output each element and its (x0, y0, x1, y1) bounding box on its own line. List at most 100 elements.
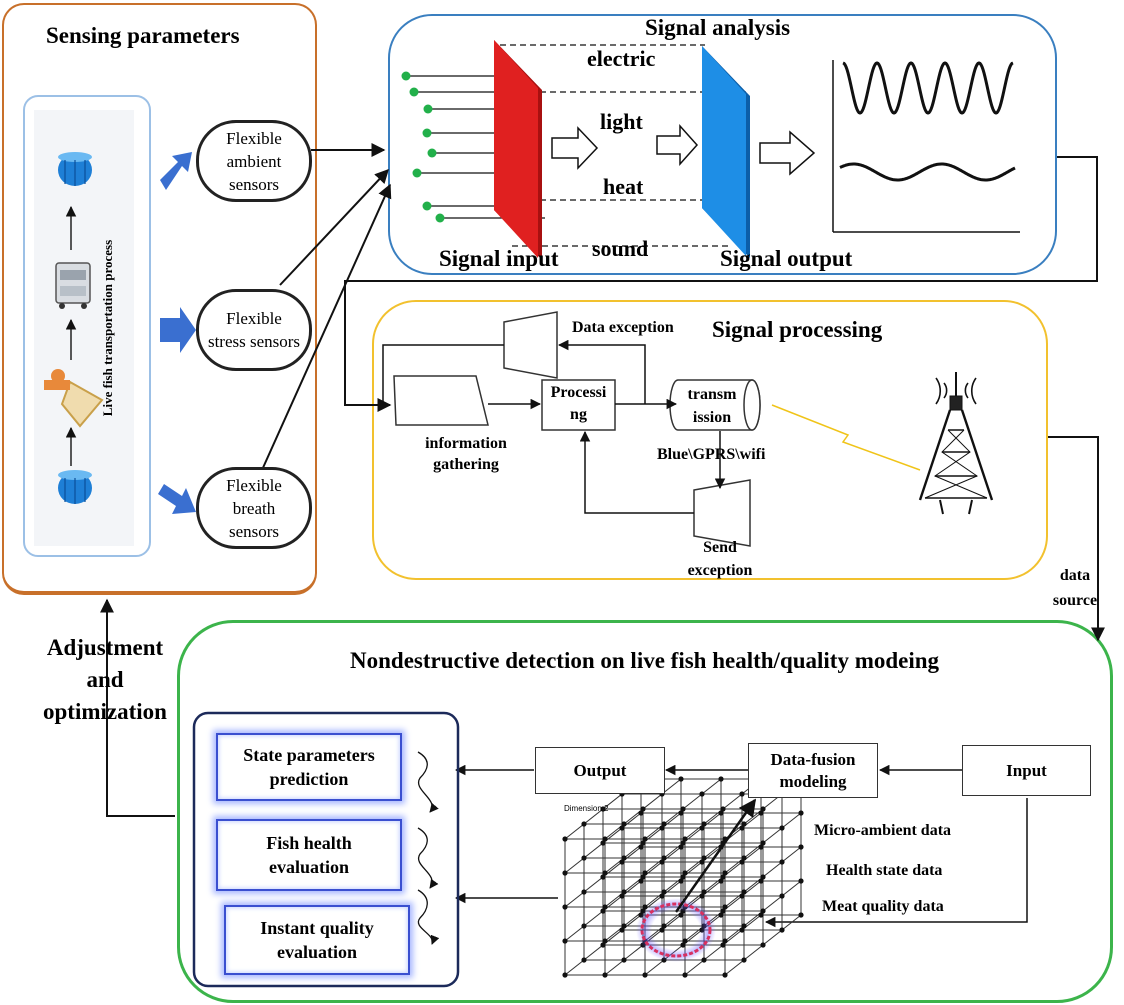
sensor-dot-8 (435, 213, 445, 223)
cube-grid-node (720, 908, 726, 914)
signal-electric: electric (587, 46, 656, 71)
analysis-to-processing-line (344, 156, 1098, 412)
adjustment-label: Adjustment and optimization (30, 632, 180, 728)
micro-ambient-label: Micro-ambient data (814, 822, 952, 839)
send-line2: exception (687, 562, 753, 579)
breath-sensor-line2: breath (232, 498, 276, 518)
input-label: Input (1006, 760, 1047, 780)
ambient-sensor-node: Flexible ambient sensors (196, 120, 312, 202)
sensor-dot-2 (409, 87, 419, 97)
cube-grid-node (678, 878, 684, 884)
cube-grid-node (718, 878, 724, 884)
breath-sensor-line1: Flexible (226, 475, 282, 495)
cube-grid-node (682, 836, 688, 842)
send-exception-label: Send exception (670, 536, 770, 582)
send-exception-shape (693, 479, 751, 547)
instant-quality-box: Instant quality evaluation (224, 905, 410, 975)
send-line1: Send (703, 539, 737, 556)
output-box: Output (535, 747, 665, 794)
cube-grid-node (602, 836, 608, 842)
cube-grid-node (741, 889, 747, 895)
hollow-arrow-1 (551, 126, 599, 170)
cube-grid-node (741, 923, 747, 929)
cube-grid-node (638, 810, 644, 816)
sensing-title: Sensing parameters (46, 23, 240, 48)
cube-grid-node (621, 923, 627, 929)
cube-grid-node (602, 870, 608, 876)
cube-grid-node (699, 893, 705, 899)
fish-health-line1: Fish health (266, 833, 352, 853)
cube-grid-node (758, 810, 764, 816)
sensor-pointer-arrows (158, 152, 196, 514)
hollow-arrow-3 (759, 130, 816, 176)
operator-icon (44, 369, 104, 428)
state-parameters-box: State parameters prediction (216, 733, 402, 801)
cube-grid-node (739, 927, 745, 933)
cube-grid-node (760, 908, 766, 914)
sensor-dot-7 (422, 201, 432, 211)
adjustment-line3: optimization (43, 699, 167, 724)
cube-grid-node (798, 844, 804, 850)
cube-grid-node (718, 810, 724, 816)
processing-to-detection-line (1048, 436, 1105, 642)
data-source-line1: data (1059, 567, 1091, 584)
transmission-label: transm ission (674, 383, 750, 429)
outcome-frame (192, 711, 460, 988)
cube-grid-node (640, 806, 646, 812)
cube-grid-node (659, 859, 665, 865)
transmission-line2: ission (692, 409, 732, 426)
blue-arrow-stress (160, 307, 196, 353)
cube-grid-node (739, 791, 745, 797)
signal-processing-title: Signal processing (712, 317, 883, 342)
cube-grid-node (619, 927, 625, 933)
cube-grid-node (798, 912, 804, 918)
cube-grid-node (760, 806, 766, 812)
cube-grid-node (701, 821, 707, 827)
cube-grid-node (741, 957, 747, 963)
info-line1: information (425, 435, 507, 452)
cube-grid-node (659, 893, 665, 899)
adjustment-line1: Adjustment (46, 635, 164, 660)
fusion-line1: Data-fusion (770, 749, 856, 769)
signal-heat: heat (603, 174, 644, 199)
signal-output-label: Signal output (720, 246, 853, 271)
signal-input-plate (494, 40, 542, 260)
sensor-dot-5 (427, 148, 437, 158)
cube-grid-node (602, 904, 608, 910)
cube-grid-node (602, 972, 608, 978)
cube-grid-node (581, 957, 587, 963)
ambient-sensor-line3: sensors (228, 174, 280, 194)
cube-grid-node (701, 855, 707, 861)
cube-grid-node (720, 942, 726, 948)
outcome-squiggles (417, 751, 440, 945)
transport-device-icon (55, 262, 91, 309)
data-exception-label: Data exception (572, 319, 674, 336)
cube-grid-node (600, 806, 606, 812)
cube-grid-node (682, 972, 688, 978)
detection-title: Nondestructive detection on live fish he… (350, 648, 940, 673)
fish-tank-icon-top (58, 152, 92, 186)
cube-grid-node (640, 874, 646, 880)
cube-grid-node (699, 859, 705, 865)
processing-flow (382, 311, 921, 547)
cube-grid-node (562, 972, 568, 978)
cube-grid-node (600, 942, 606, 948)
processing-box (541, 379, 616, 431)
fish-health-box: Fish health evaluation (216, 819, 402, 891)
cube-grid-node (722, 938, 728, 944)
cube-to-fusion-arrow (674, 798, 757, 913)
cube-grid-node (699, 825, 705, 831)
signal-output-plate (702, 46, 750, 258)
cube-grid-node (581, 923, 587, 929)
cube-grid-node (720, 874, 726, 880)
cube-grid-node (661, 855, 667, 861)
instant-quality-line2: evaluation (276, 942, 357, 962)
ambient-sensor-line2: ambient (226, 151, 282, 171)
cube-grid-node (659, 825, 665, 831)
low-frequency-wave (839, 162, 1016, 182)
cube-grid-node (722, 904, 728, 910)
cube-grid-node (661, 821, 667, 827)
data-source-label: data source (1042, 563, 1108, 613)
cube-grid-node (739, 825, 745, 831)
